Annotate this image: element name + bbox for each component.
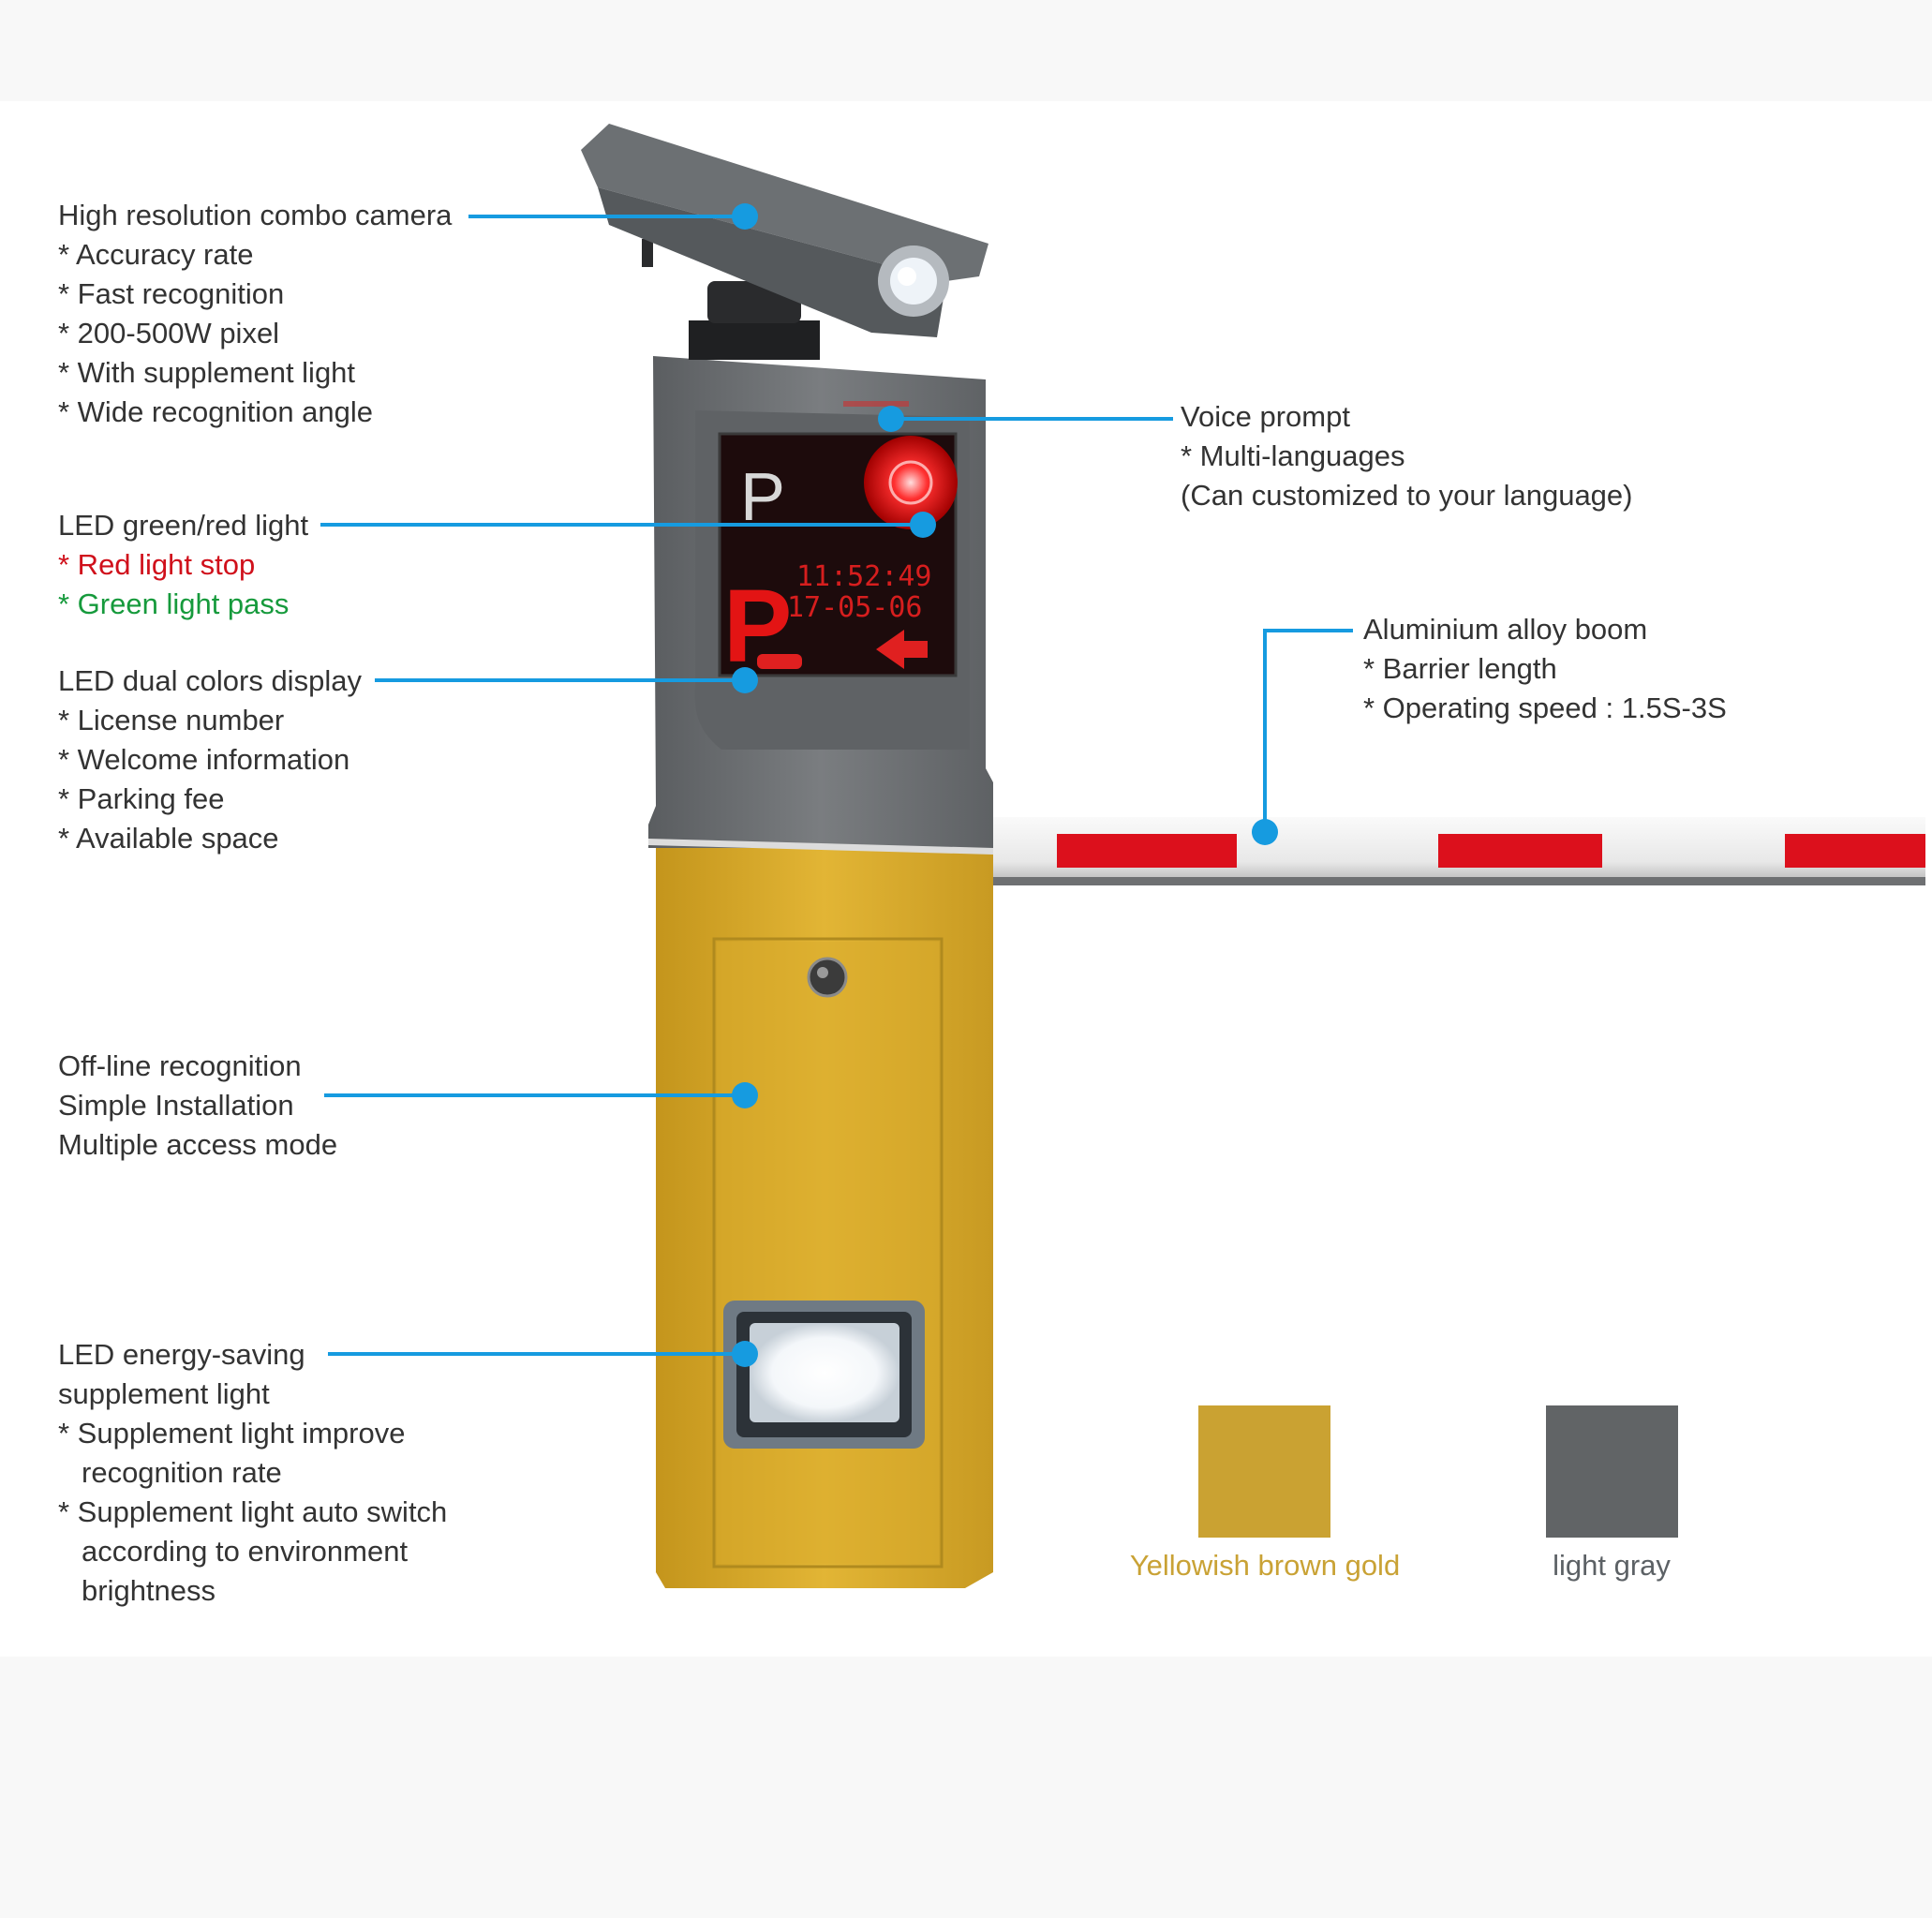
boom-stripe (1785, 834, 1925, 868)
display-item: * Available space (58, 822, 279, 855)
green-light-item: * Green light pass (58, 587, 290, 620)
red-lamp (864, 436, 958, 529)
speaker-grille (843, 401, 909, 407)
display-title: LED dual colors display (58, 664, 362, 697)
parking-p-sign: P (740, 460, 785, 535)
boom-callout: Aluminium alloy boom * Barrier length * … (1363, 610, 1727, 728)
gold-swatch (1198, 1405, 1330, 1538)
camera-item: * 200-500W pixel (58, 317, 280, 349)
left-arrow-icon (876, 630, 928, 669)
offline-line: Off-line recognition (58, 1049, 302, 1082)
supplement-item: * Supplement light improve (58, 1417, 406, 1450)
led-time: 11:52:49 (796, 560, 932, 593)
offline-line: Multiple access mode (58, 1128, 338, 1161)
supplement-item: * Supplement light auto switch (58, 1495, 448, 1528)
car-icon (757, 654, 802, 669)
voice-callout: Voice prompt * Multi-languages (Can cust… (1181, 397, 1632, 515)
boom-stripe (1438, 834, 1602, 868)
display-item: * Welcome information (58, 743, 350, 776)
supplement-callout: LED energy-saving supplement light * Sup… (58, 1335, 447, 1611)
gold-cabinet (656, 848, 993, 1588)
camera (581, 124, 988, 360)
led-light-title: LED green/red light (58, 509, 309, 542)
offline-line: Simple Installation (58, 1089, 294, 1122)
supplement-item-cont: according to environment (82, 1535, 409, 1568)
led-light-callout: LED green/red light * Red light stop * G… (58, 506, 308, 624)
gray-swatch (1546, 1405, 1678, 1538)
display-callout: LED dual colors display * License number… (58, 662, 362, 858)
gray-swatch-label: light gray (1553, 1549, 1671, 1582)
led-date: 17-05-06 (787, 591, 923, 624)
supplement-light-lens (750, 1323, 899, 1422)
callout-dots (732, 203, 1278, 1367)
camera-item: * Wide recognition angle (58, 395, 374, 428)
voice-title: Voice prompt (1181, 400, 1350, 433)
supplement-item-cont: brightness (82, 1574, 216, 1607)
voice-item: * Multi-languages (1181, 439, 1405, 472)
camera-title: High resolution combo camera (58, 199, 453, 231)
red-light-item: * Red light stop (58, 548, 256, 581)
camera-item: * Fast recognition (58, 277, 285, 310)
supplement-item-cont: recognition rate (82, 1456, 282, 1489)
lock-icon (807, 957, 848, 998)
camera-item: * Accuracy rate (58, 238, 254, 271)
boom-title: Aluminium alloy boom (1363, 613, 1648, 646)
boom-arm (988, 817, 1925, 885)
offline-callout: Off-line recognition Simple Installation… (58, 1047, 337, 1165)
boom-stripe (1057, 834, 1237, 868)
voice-note: (Can customized to your language) (1181, 479, 1633, 512)
boom-item: * Operating speed : 1.5S-3S (1363, 691, 1727, 724)
camera-item: * With supplement light (58, 356, 356, 389)
callout-lines (320, 215, 1353, 1356)
display-item: * Parking fee (58, 782, 225, 815)
supplement-line: supplement light (58, 1377, 270, 1410)
supplement-line: LED energy-saving (58, 1338, 305, 1371)
display-item: * License number (58, 704, 285, 736)
gray-head-unit: P P 11:52:49 17-05-06 (648, 356, 993, 855)
boom-item: * Barrier length (1363, 652, 1557, 685)
gold-swatch-label: Yellowish brown gold (1129, 1549, 1401, 1582)
camera-callout: High resolution combo camera * Accuracy … (58, 196, 452, 432)
